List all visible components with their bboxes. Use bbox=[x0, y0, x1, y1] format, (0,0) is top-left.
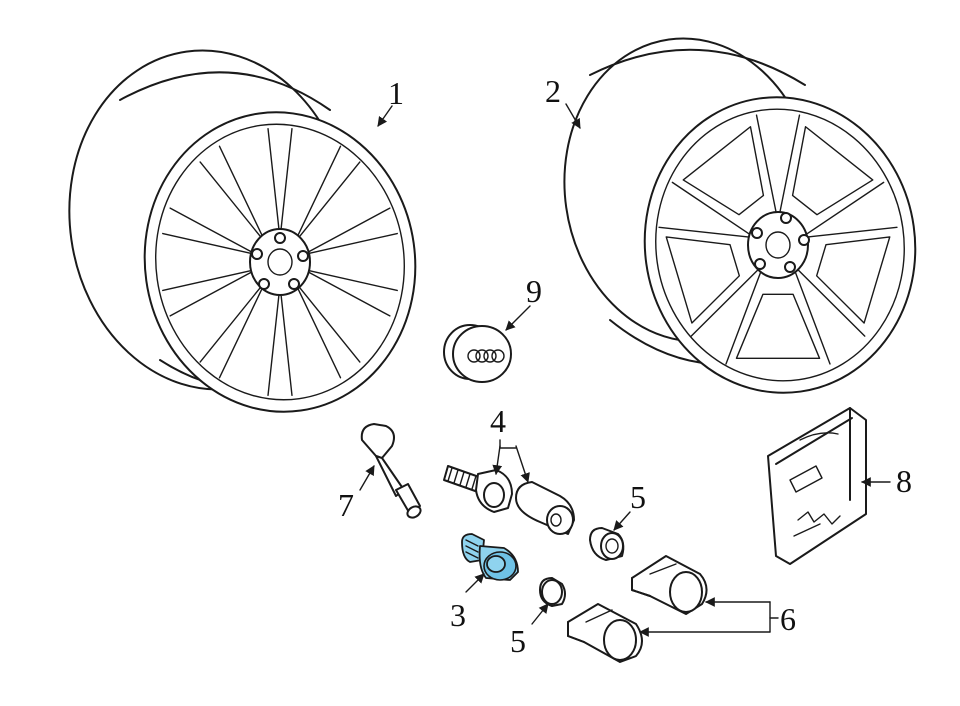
wheel-2-spokes bbox=[658, 114, 898, 365]
leader-lines bbox=[359, 103, 891, 637]
callout-3: 3 bbox=[450, 597, 466, 633]
spoke bbox=[296, 285, 361, 379]
callout-7: 7 bbox=[338, 487, 354, 523]
callout-2: 2 bbox=[545, 73, 561, 109]
callout-9: 9 bbox=[526, 273, 542, 309]
callout-6: 6 bbox=[780, 601, 796, 637]
lock-bolt-4[interactable] bbox=[443, 465, 513, 513]
spacer-5-upper[interactable] bbox=[589, 527, 625, 561]
spoke bbox=[162, 207, 253, 255]
parts-packet-8[interactable] bbox=[767, 407, 867, 565]
callout-5-lower: 5 bbox=[510, 623, 526, 659]
spoke-window bbox=[682, 126, 765, 216]
wheel-2[interactable] bbox=[545, 22, 934, 410]
spoke bbox=[267, 127, 293, 233]
spoke bbox=[199, 145, 264, 239]
spoke bbox=[658, 181, 751, 238]
lock-key-4[interactable] bbox=[515, 481, 575, 535]
spoke bbox=[690, 267, 763, 365]
rings-logo bbox=[467, 349, 505, 363]
spoke bbox=[755, 114, 801, 216]
bolt-cap-6-lower[interactable] bbox=[567, 603, 643, 663]
spoke bbox=[307, 269, 398, 317]
spoke bbox=[162, 269, 253, 317]
spoke bbox=[793, 267, 866, 365]
wheel-1[interactable] bbox=[48, 32, 435, 429]
spacer-5-lower[interactable] bbox=[539, 577, 566, 607]
spoke bbox=[267, 291, 293, 397]
bolt-cap-6-upper[interactable] bbox=[631, 555, 708, 615]
callout-1: 1 bbox=[388, 75, 404, 111]
spoke bbox=[199, 285, 264, 379]
center-cap-9[interactable] bbox=[443, 324, 512, 383]
valve-stem-7[interactable] bbox=[360, 423, 423, 520]
lug-bolt-3[interactable] bbox=[461, 533, 519, 581]
spoke-window bbox=[791, 126, 874, 216]
spoke bbox=[296, 145, 361, 239]
callout-4: 4 bbox=[490, 403, 506, 439]
spoke bbox=[307, 207, 398, 255]
spoke bbox=[805, 181, 898, 238]
wheel-1-spokes bbox=[162, 127, 398, 397]
spoke-window bbox=[815, 236, 891, 324]
callout-8: 8 bbox=[896, 463, 912, 499]
callout-5-upper: 5 bbox=[630, 479, 646, 515]
spoke-window bbox=[665, 236, 741, 324]
spoke-window bbox=[735, 293, 821, 359]
